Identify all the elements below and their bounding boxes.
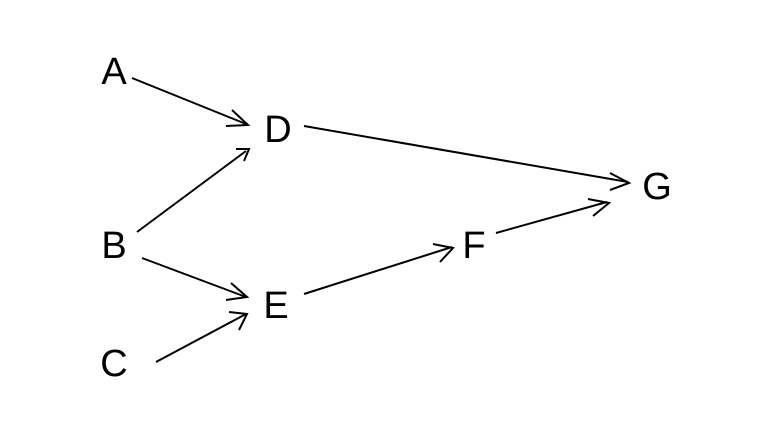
edge-D-G bbox=[303, 125, 632, 191]
node-F: F bbox=[462, 225, 485, 267]
node-B: B bbox=[101, 225, 126, 267]
edges-layer bbox=[131, 77, 632, 363]
node-E: E bbox=[263, 285, 288, 327]
node-D: D bbox=[264, 109, 291, 151]
edge-E-F bbox=[303, 243, 455, 295]
node-G: G bbox=[642, 166, 672, 208]
edge-F-G bbox=[495, 198, 612, 234]
edge-C-E bbox=[155, 311, 249, 363]
nodes-layer: A B C D E F G bbox=[100, 51, 672, 385]
edge-B-D bbox=[136, 148, 251, 233]
node-C: C bbox=[100, 343, 127, 385]
edge-A-D bbox=[131, 77, 251, 127]
edge-B-E bbox=[141, 257, 250, 301]
node-A: A bbox=[101, 51, 127, 93]
